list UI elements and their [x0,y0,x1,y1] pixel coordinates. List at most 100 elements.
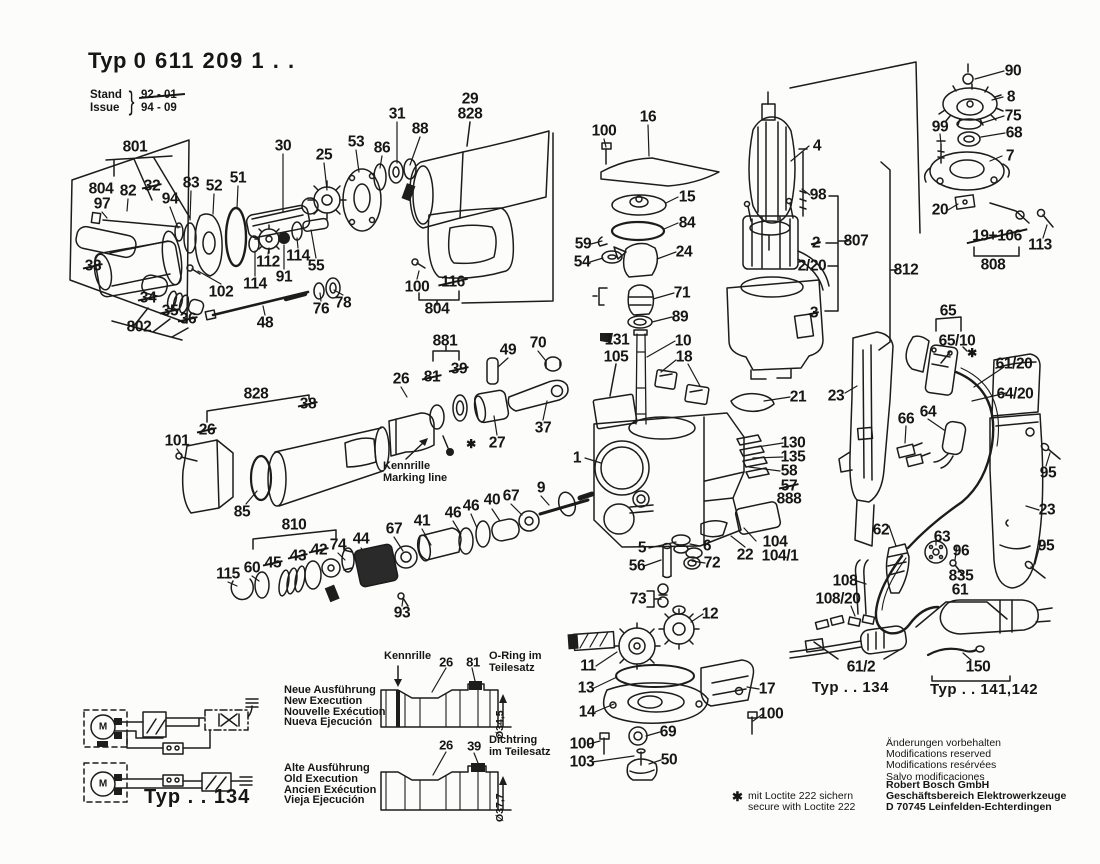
part-label-89: 89 [671,308,689,326]
part-label-67: 67 [385,520,403,538]
part-label-4: 4 [812,137,822,155]
frame-right-group [789,61,921,234]
part-label-100: 100 [758,705,784,723]
part-label-81: 81 [466,654,480,670]
part-label-102: 102 [208,283,234,301]
part-label-35: 35 [161,302,179,320]
part-label-8: 8 [1006,88,1016,106]
new-execution-note: Neue Ausführung New Execution Nouvelle E… [284,684,386,729]
part-label-13: 13 [577,679,595,697]
part-label-31: 31 [388,105,406,123]
part-label-49: 49 [499,341,517,359]
part-label-86: 86 [373,139,391,157]
part-label-58: 58 [780,462,798,480]
part-label-2-20: 2/20 [797,257,827,275]
part-label-61-20: 61/20 [995,355,1033,373]
part-label-26: 26 [198,421,216,439]
part-label-112: 112 [256,253,280,271]
part-label-135: 135 [780,448,806,466]
part-label-75: 75 [1004,107,1022,125]
part-label-19-106: 19+106 [972,227,1022,245]
part-label-26: 26 [439,654,453,670]
part-label-16: 16 [639,108,657,126]
motor-symbol-label-bottom: M [98,778,108,790]
part-label-804: 804 [88,180,114,198]
part-label-23: 23 [827,387,845,405]
part-label-1: 1 [572,449,582,467]
detail-bottom-desc: Dichtring im Teilesatz [489,734,551,758]
part-label-72: 72 [703,554,721,572]
part-label-59: 59 [574,235,592,253]
part-label-44: 44 [352,530,370,548]
part-label-46: 46 [444,504,462,522]
motor-symbol-label-top: M [98,721,108,733]
part-label-64: 64 [919,403,937,421]
part-label-113: 113 [1028,236,1052,254]
typ-number: 0 611 209 1 . . [133,48,296,73]
part-label-41: 41 [413,512,431,530]
part-label-39: 39 [467,738,481,754]
part-label-90: 90 [1004,62,1022,80]
part-label-62: 62 [872,521,890,539]
part-label-17: 17 [758,680,776,698]
stand-value: 92 - 01 [140,88,177,101]
part-label-56: 56 [628,557,646,575]
part-label-88: 88 [411,120,429,138]
part-label-100: 100 [569,735,595,753]
part-label-804: 804 [424,300,450,318]
part-label-61: 61 [951,581,969,599]
part-label-103: 103 [569,753,595,771]
kennrille-note: Kennrille Marking line [383,460,448,484]
part-label-3: 3 [809,304,819,322]
part-label-95: 95 [1037,537,1055,555]
loctite-star-mark: ✱ [967,346,977,360]
stand-issue-brace: } [128,86,135,116]
part-label-61-2: 61/2 [846,658,876,676]
part-label-114: 114 [243,275,267,293]
part-label-82: 82 [119,182,137,200]
part-label-27: 27 [488,434,506,452]
stand-issue-block: Stand Issue } 92 - 01 94 - 09 [90,86,177,117]
part-label-812: 812 [893,261,919,279]
part-label-150: 150 [965,658,991,676]
part-label-807: 807 [843,232,869,250]
part-label-76: 76 [312,300,330,318]
part-label-38: 38 [299,395,317,413]
part-label-83: 83 [182,174,200,192]
part-label-65: 65 [939,302,957,320]
part-label-64-20: 64/20 [996,385,1034,403]
detail-top-desc: O-Ring im Teilesatz [489,650,542,674]
part-label-42: 42 [310,541,328,559]
modifications-note: Änderungen vorbehalten Modifications res… [886,737,1002,783]
part-label-802: 802 [126,318,152,336]
part-label-67: 67 [502,487,520,505]
part-label-101: 101 [164,432,190,450]
part-label-51: 51 [229,169,247,187]
loctite-star-mark: ✱ [466,437,476,451]
part-label-33: 33 [84,257,102,275]
part-label-15: 15 [678,188,696,206]
part-label-70: 70 [529,334,547,352]
part-label-5: 5 [637,539,647,557]
part-label-97: 97 [93,195,111,213]
part-label-881: 881 [432,332,458,350]
part-label-40: 40 [483,491,501,509]
part-label-68: 68 [1005,124,1023,142]
typ-label: Typ [88,48,127,73]
part-label-30: 30 [274,137,292,155]
frame-cap-group [461,132,554,304]
part-label-63: 63 [933,528,951,546]
part-label-57: 57 [780,477,798,495]
part-label-25: 25 [315,146,333,164]
part-label-99: 99 [931,118,949,136]
part-label-37: 37 [534,419,552,437]
part-label-18: 18 [675,348,693,366]
part-label-104: 104 [762,533,788,551]
loctite-star-icon: ✱ [732,789,743,804]
part-label-81: 81 [423,368,441,386]
part-label-32: 32 [143,177,161,195]
part-label-78: 78 [334,294,352,312]
part-label-45: 45 [264,554,282,572]
part-label-94: 94 [161,190,179,208]
part-label-93: 93 [393,604,411,622]
